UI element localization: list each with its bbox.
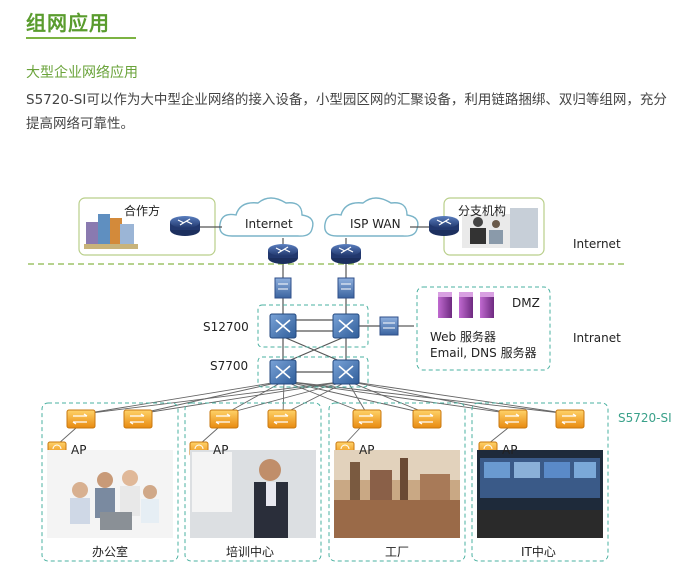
agg-switch-icon-right — [332, 359, 360, 385]
agg-switch-icon-left — [269, 359, 297, 385]
site-box-training — [184, 402, 322, 562]
dmz-web-servers: Web 服务器 — [430, 330, 496, 344]
site-name-it: IT中心 — [521, 545, 556, 559]
training-photo — [190, 450, 316, 538]
internet-cloud — [219, 197, 314, 237]
core-group — [257, 304, 369, 348]
site-box-office — [41, 402, 179, 562]
branch-label: 分支机构 — [458, 204, 507, 218]
factory-photo — [334, 450, 460, 538]
access-links — [57, 381, 571, 445]
router-icon-isp — [331, 244, 361, 264]
core-switch-label: S12700 — [203, 320, 249, 334]
partner-label: 合作方 — [124, 204, 161, 218]
isp-wan-cloud — [324, 197, 419, 237]
access-switch-label: S5720-SI — [618, 411, 672, 425]
site-box-factory — [328, 402, 466, 562]
section-subtitle: 大型企业网络应用 — [26, 65, 138, 81]
ap-label-factory: AP — [359, 443, 375, 457]
dmz-title: DMZ — [512, 296, 540, 310]
router-icon-internet — [268, 244, 298, 264]
description-paragraph: S5720-SI可以作为大中型企业网络的接入设备，小型园区网的汇聚设备，利用链路… — [26, 92, 667, 132]
zone-label-internet: Internet — [573, 237, 621, 251]
router-icon-partner — [170, 216, 200, 236]
site-box-it — [471, 402, 609, 562]
firewall-icon-dmz — [379, 316, 399, 336]
core-switch-icon-right — [332, 313, 360, 339]
site-name-training: 培训中心 — [226, 545, 275, 559]
site-name-factory: 工厂 — [385, 545, 410, 559]
zone-label-intranet: Intranet — [573, 331, 621, 345]
building-icon — [84, 214, 138, 249]
title-underline — [26, 37, 136, 39]
firewall-icon-right — [337, 277, 355, 299]
ap-label-it: AP — [502, 443, 518, 457]
page-title: 组网应用 — [26, 11, 110, 35]
access-switch-icons — [66, 409, 585, 429]
server-icon — [438, 292, 494, 318]
agg-switch-label: S7700 — [210, 359, 249, 373]
ap-label-office: AP — [71, 443, 87, 457]
office-people-icon — [462, 208, 538, 248]
dmz-mail-dns-servers: Email, DNS 服务器 — [430, 346, 537, 360]
site-name-office: 办公室 — [92, 545, 129, 559]
router-icon-branch — [429, 216, 459, 236]
it-center-photo — [477, 450, 603, 538]
isp-wan-cloud-label: ISP WAN — [350, 217, 401, 231]
internet-cloud-label: Internet — [245, 217, 293, 231]
firewall-icon-left — [274, 277, 292, 299]
ap-label-training: AP — [213, 443, 229, 457]
office-photo — [47, 450, 173, 538]
core-switch-icon-left — [269, 313, 297, 339]
agg-group — [257, 356, 369, 388]
